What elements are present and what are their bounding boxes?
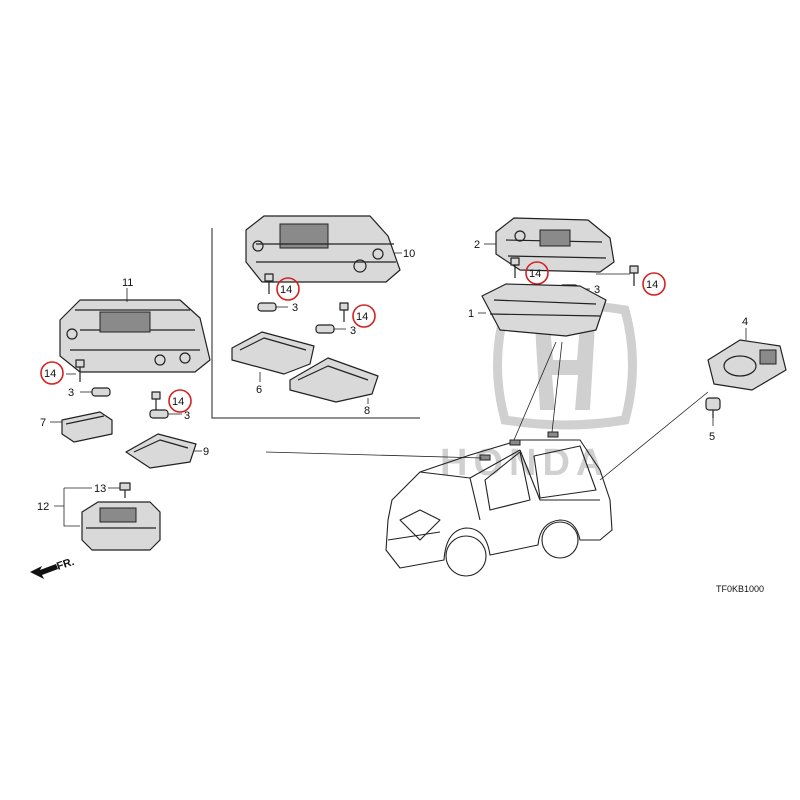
bulb-icon — [149, 409, 169, 419]
screw-icon — [264, 273, 274, 294]
bulb-icon — [257, 302, 277, 312]
lead-car-middle-a — [513, 341, 557, 441]
bulb-icon — [315, 324, 335, 334]
label-part-1: 1 — [468, 308, 474, 320]
group-frame — [211, 228, 420, 419]
screw-icon — [510, 257, 520, 278]
part-4-cargo-light — [707, 339, 787, 391]
part-6-lens — [231, 331, 315, 375]
part-1-lens — [481, 283, 607, 337]
label-part-14-c: 14 — [280, 284, 292, 296]
label-part-2: 2 — [474, 239, 480, 251]
bulb-icon — [705, 397, 721, 418]
part-9-lens-frame — [125, 433, 197, 469]
label-part-14-b: 14 — [172, 396, 184, 408]
label-part-4: 4 — [742, 316, 748, 328]
car-outline — [385, 431, 613, 577]
label-part-14-e: 14 — [529, 268, 541, 280]
label-part-5: 5 — [709, 431, 715, 443]
label-part-6: 6 — [256, 384, 262, 396]
label-part-10: 10 — [403, 248, 415, 260]
label-part-11: 11 — [122, 277, 133, 289]
callout-circle-14-f — [642, 272, 666, 296]
part-7-lens — [61, 411, 113, 443]
label-part-13: 13 — [94, 483, 106, 495]
label-part-9: 9 — [203, 446, 209, 458]
diagram-code: TF0KB1000 — [716, 584, 764, 594]
callout-circle-14-c — [276, 277, 300, 301]
lead-car-rear — [599, 391, 709, 481]
label-part-8: 8 — [364, 405, 370, 417]
part-10-roof-light — [245, 215, 401, 283]
screw-icon — [75, 359, 85, 382]
part-8-lens-frame — [289, 357, 379, 403]
part-11-roof-light — [59, 299, 211, 373]
lead-12-bracket — [54, 487, 92, 527]
label-part-3-d: 3 — [350, 325, 356, 337]
screw-icon — [151, 391, 161, 410]
lead-car-middle-b — [551, 341, 563, 433]
screw-icon — [339, 302, 349, 322]
part-2-roof-light-base — [495, 217, 615, 273]
callout-circle-14-a — [40, 361, 64, 385]
label-part-3-e: 3 — [594, 284, 600, 296]
screw-icon — [629, 265, 639, 286]
front-direction-arrow-icon — [30, 564, 58, 579]
label-part-14-d: 14 — [356, 311, 368, 323]
lead-car-left — [265, 451, 483, 459]
honda-watermark-text: HONDA — [440, 442, 609, 484]
label-part-3-a: 3 — [68, 387, 74, 399]
callout-circle-14-d — [352, 304, 376, 328]
clip-icon — [119, 482, 131, 498]
label-part-3-c: 3 — [292, 302, 298, 314]
part-12-map-light — [81, 501, 161, 551]
label-part-14-f: 14 — [646, 279, 658, 291]
label-part-7: 7 — [40, 417, 46, 429]
honda-watermark-logo: HONDA — [440, 300, 637, 484]
label-part-3-b: 3 — [184, 410, 190, 422]
direction-label: FR. — [55, 556, 76, 573]
label-part-12: 12 — [37, 501, 49, 513]
bulb-icon — [91, 387, 111, 397]
callout-circle-14-b — [168, 389, 192, 413]
callout-circle-14-e — [525, 261, 549, 285]
label-part-14-a: 14 — [44, 368, 56, 380]
